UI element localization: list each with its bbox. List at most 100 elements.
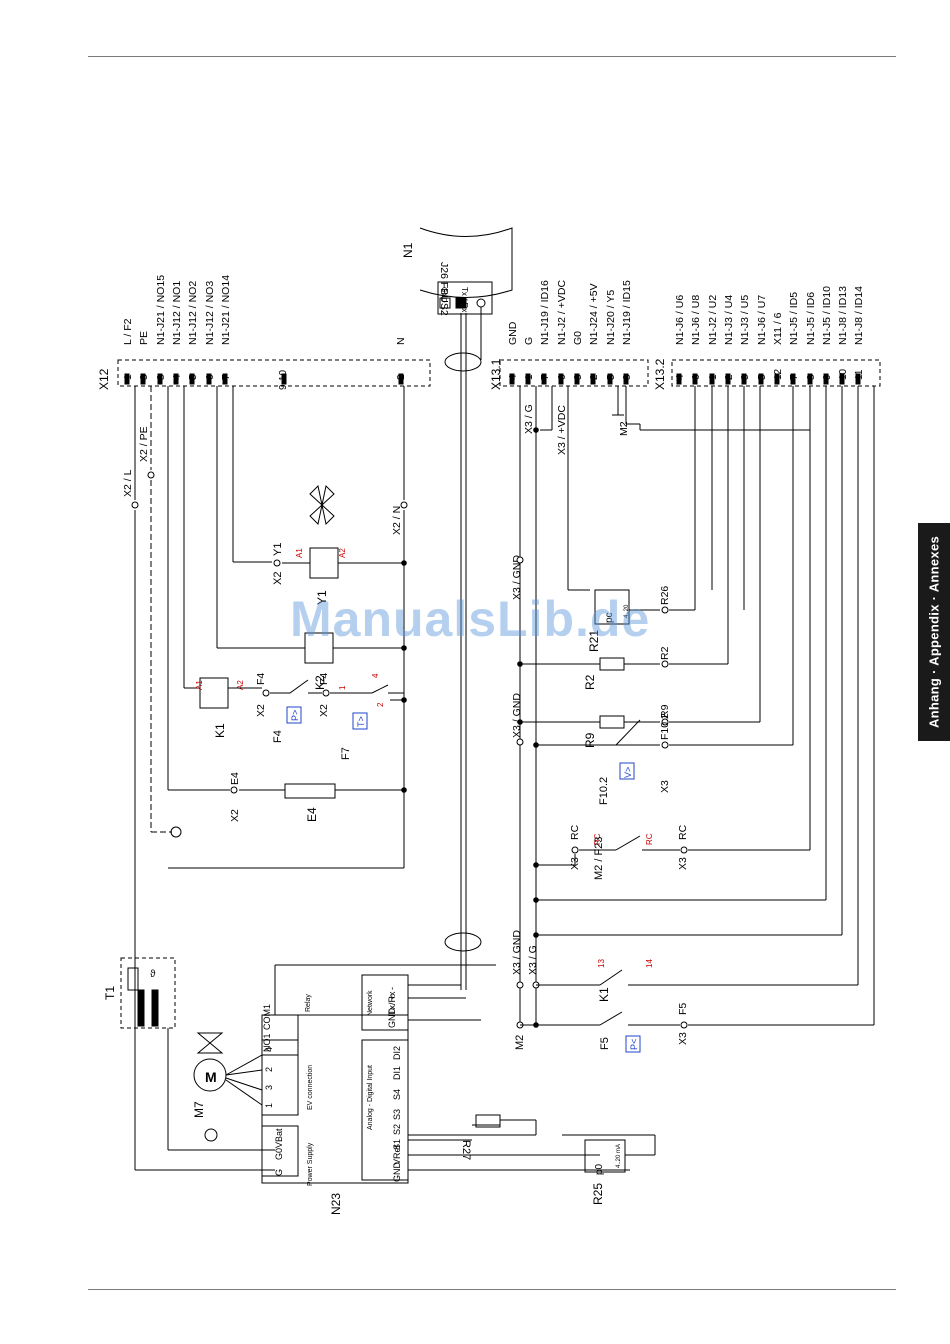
x12-signal-label: N xyxy=(395,337,407,345)
f7-temperature-box xyxy=(352,712,368,730)
x13-1-pin xyxy=(509,373,515,385)
x12-signal-label: N1-J21 / NO14 xyxy=(220,275,232,345)
terminal-label: X3 xyxy=(659,780,671,793)
n23-pin-label: VBat xyxy=(274,1128,284,1148)
r25-range: 4..20 mA xyxy=(616,1144,622,1168)
x13-2-pin xyxy=(725,373,731,385)
n23-pin-label: GND xyxy=(392,1162,402,1183)
section-tab: Anhang · Appendix · Annexes xyxy=(918,523,950,741)
k1-coil xyxy=(199,677,229,709)
terminal-circle xyxy=(322,689,330,697)
x13-2-signal-label: N1-J8 / ID14 xyxy=(853,286,865,345)
terminal-label: E4 xyxy=(229,772,241,785)
x13-2-pin xyxy=(676,373,682,385)
x13-2-signal-label: N1-J6 / U8 xyxy=(690,295,702,345)
n23-pin-label: 3 xyxy=(264,1085,274,1090)
n1-pin-label: GND xyxy=(440,287,447,303)
f10-2-pressure-box xyxy=(619,762,635,780)
coil-terminal: A1 xyxy=(295,548,304,558)
terminal-label: M2 xyxy=(618,421,630,436)
terminal-label: X2 xyxy=(318,704,330,717)
terminal-circle xyxy=(230,786,238,794)
component-label: K1 xyxy=(597,987,611,1002)
x12-pin xyxy=(124,373,130,385)
terminal-label: X3 / GND xyxy=(511,555,523,600)
x13-2-pin xyxy=(823,373,829,385)
coil-terminal: A2 xyxy=(236,680,245,690)
component-label: F4 xyxy=(272,730,284,743)
f4-pressure-box xyxy=(286,706,302,724)
terminal-label: X2 xyxy=(229,809,241,822)
x12-pin xyxy=(189,373,195,385)
terminal-label: X3 / GND xyxy=(511,930,523,975)
terminal-circle xyxy=(571,846,579,854)
x13-2-signal-label: X11 / 6 xyxy=(772,312,784,345)
terminal-label: F10.2 xyxy=(659,713,671,740)
terminal-circle xyxy=(661,660,669,668)
x13-1-pin xyxy=(558,373,564,385)
n23-ev-block xyxy=(261,1039,299,1116)
terminal-label: X3 / G xyxy=(527,945,539,975)
terminal-circle xyxy=(680,1021,688,1029)
terminal-label: X3 / G xyxy=(523,404,535,434)
terminal-label: F5 xyxy=(677,1003,689,1015)
component-label: F10.2 xyxy=(598,777,610,805)
terminal-label: X2 / N xyxy=(391,506,403,535)
terminal-circle xyxy=(131,501,139,509)
f4-switch xyxy=(270,679,309,694)
x13-2-pin xyxy=(709,373,715,385)
component-label: R9 xyxy=(583,732,597,748)
terminal-circle xyxy=(661,606,669,614)
valve-icon xyxy=(196,1032,224,1054)
rc-mark: RC xyxy=(593,833,602,845)
n23-pin-label: DI2 xyxy=(392,1046,402,1060)
x13-2-signal-label: N1-J3 / U5 xyxy=(739,295,751,345)
n1-pin-minus xyxy=(439,297,451,309)
x13-1-signal-label: N1-J19 / ID15 xyxy=(621,280,633,345)
r25-sensor xyxy=(584,1139,626,1173)
terminal-circle xyxy=(262,689,270,697)
x13-2-pin xyxy=(774,373,780,385)
n23-pin-label: GND xyxy=(387,1008,397,1029)
n23-analog-block xyxy=(361,1039,409,1181)
r27-sensor xyxy=(475,1114,501,1128)
x12-pin xyxy=(398,373,404,385)
n1-pin-plus xyxy=(455,297,467,309)
n23-pin-label: COM1 xyxy=(262,1004,272,1030)
x13-2-signal-label: N1-J8 / ID13 xyxy=(837,286,849,345)
rc-mark: RC xyxy=(645,833,654,845)
x13-1-pin xyxy=(574,373,580,385)
r9-sensor xyxy=(599,715,625,729)
watermark: ManualsLib.de xyxy=(290,591,651,647)
r21-sensor xyxy=(594,589,630,625)
k1-contact xyxy=(599,969,623,986)
coil-terminal: 14 xyxy=(645,959,654,968)
x13-2-signal-label: N1-J6 / U6 xyxy=(674,295,686,345)
cable-shield xyxy=(444,352,482,372)
x13-1-pin xyxy=(541,373,547,385)
n23-pin-label: Tx/Rx xyxy=(387,991,397,1015)
f5-symbol: P< xyxy=(629,1039,639,1050)
r21-range: 4..20 xyxy=(624,604,630,618)
x13-2-signal-label: N1-J5 / ID10 xyxy=(821,286,833,345)
n1-controller-outline xyxy=(419,227,513,298)
x13-2-pin xyxy=(807,373,813,385)
x12-pin xyxy=(222,373,228,385)
r21-symbol: pc xyxy=(604,612,615,623)
component-label: R21 xyxy=(587,630,601,652)
x12-pin xyxy=(140,373,146,385)
f5-pressure-box xyxy=(625,1035,641,1053)
m7-motor-symbol: M xyxy=(205,1069,217,1085)
fan-icon xyxy=(309,484,335,526)
x13-2-signal-label: N1-J6 / U7 xyxy=(756,295,768,345)
n23-block-title: EV connection xyxy=(307,1065,314,1110)
terminal-label: X3 / GND xyxy=(511,693,523,738)
f4-pressure-symbol: P> xyxy=(290,710,300,721)
f7-temperature-symbol: T> xyxy=(356,716,366,727)
terminal-label: RC xyxy=(569,824,581,840)
x13-1-pin xyxy=(590,373,596,385)
component-label: R27 xyxy=(460,1140,472,1160)
f10-2-symbol: V> xyxy=(623,767,633,778)
x12-signal-label: L / F2 xyxy=(122,318,134,345)
